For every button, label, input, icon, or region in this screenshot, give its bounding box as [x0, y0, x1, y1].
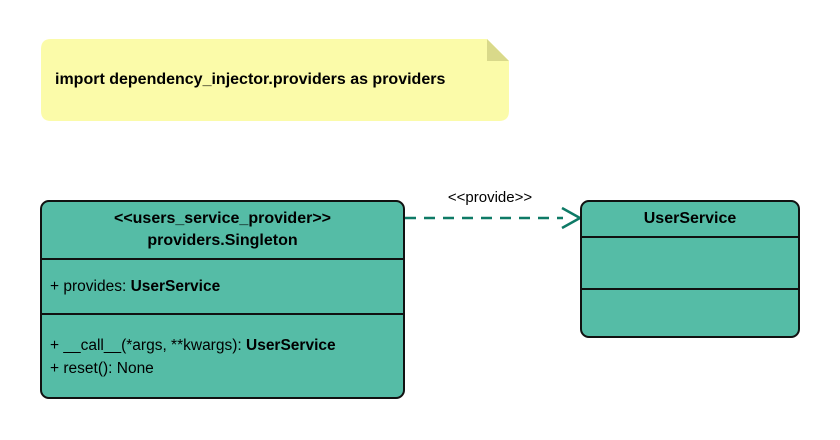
service-class-name: UserService [643, 210, 737, 227]
arrow-head-icon [561, 206, 583, 230]
service-class-attributes-empty [582, 236, 798, 288]
method-type: UserService [246, 337, 336, 354]
provider-class-stereotype: <<users_service_provider>> [113, 210, 332, 227]
note-fold-icon [487, 39, 509, 61]
note-body [41, 39, 509, 121]
provider-class-box: <<users_service_provider>> providers.Sin… [40, 200, 405, 399]
service-class-box: UserService [580, 200, 800, 338]
provider-class-attributes: + provides: UserService [42, 258, 403, 313]
method-text: + reset(): None [50, 360, 154, 377]
note-text: import dependency_injector.providers as … [55, 71, 446, 88]
note-shape [41, 39, 509, 121]
attribute-type: UserService [130, 277, 221, 295]
service-class-methods-empty [582, 288, 798, 336]
attribute-text: + provides: [50, 277, 131, 295]
method-line: + __call__(*args, **kwargs): UserService [50, 334, 395, 357]
attribute-line: + provides: UserService [50, 278, 220, 296]
service-class-header: UserService [582, 202, 798, 236]
provider-class-header: <<users_service_provider>> providers.Sin… [42, 202, 403, 258]
provide-relation-arrow [405, 206, 583, 230]
method-line: + reset(): None [50, 357, 395, 380]
method-text: + __call__(*args, **kwargs): [50, 337, 246, 354]
provider-class-name: providers.Singleton [147, 232, 298, 249]
provider-class-methods: + __call__(*args, **kwargs): UserService… [42, 313, 403, 397]
provide-relation-label: <<provide>> [447, 189, 533, 206]
